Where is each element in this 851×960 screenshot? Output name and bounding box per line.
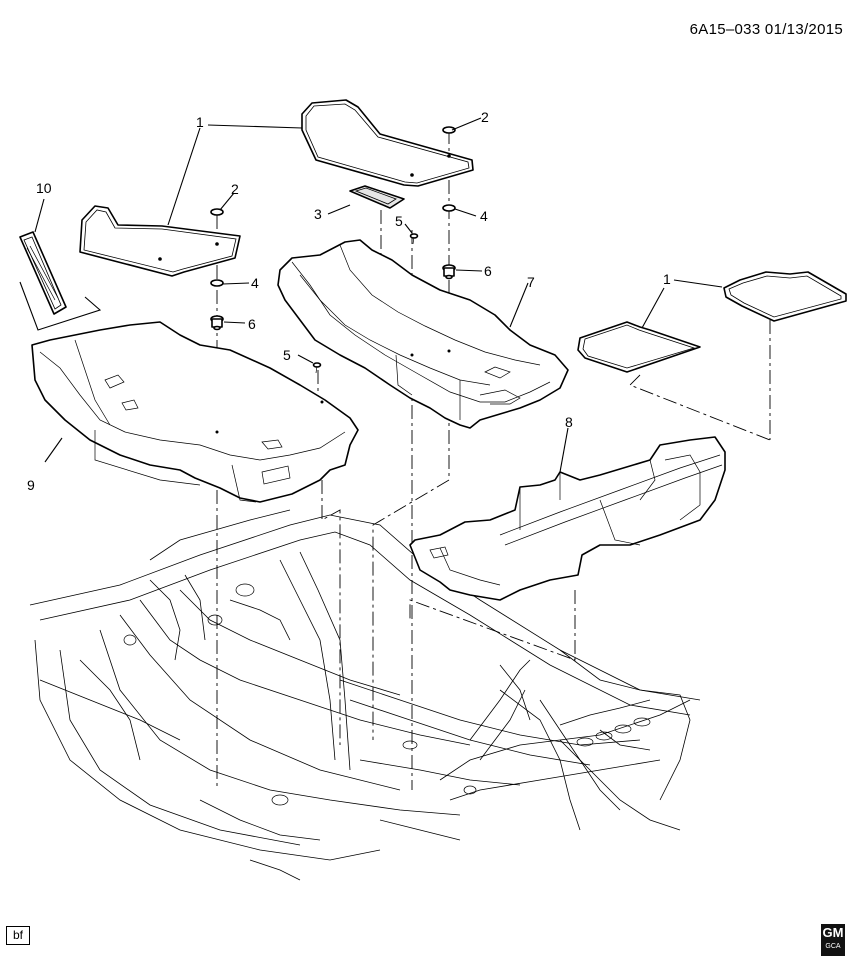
gm-logo-subtext: GCA <box>825 943 841 950</box>
callout-2-right: 2 <box>481 109 489 125</box>
part-1-rear-mat-small <box>577 321 701 373</box>
part-6-clip-right <box>442 264 456 280</box>
callout-1-upper: 1 <box>196 114 204 130</box>
part-3-heel-pad <box>349 185 405 209</box>
fasteners <box>210 126 456 374</box>
vehicle-body-structure <box>29 509 701 881</box>
part-5-screw-lower <box>312 362 322 374</box>
callout-4-left: 4 <box>251 275 259 291</box>
callout-9: 9 <box>27 477 35 493</box>
part-8-floor-carpet-rear <box>409 436 726 601</box>
bf-tag: bf <box>6 926 30 945</box>
callout-6-left: 6 <box>248 316 256 332</box>
part-9-floor-carpet-left <box>31 321 359 503</box>
part-4-grommet-left <box>210 279 224 287</box>
callout-8: 8 <box>565 414 573 430</box>
diagram-code: 6A15–033 01/13/2015 <box>689 21 843 38</box>
part-1-rear-mat-large <box>723 271 847 322</box>
part-2-retainer-left <box>210 208 224 216</box>
part-1-floor-mat-upper <box>301 99 474 187</box>
part-1-floor-mat-left <box>79 205 241 277</box>
callout-6-right: 6 <box>484 263 492 279</box>
callout-3: 3 <box>314 206 322 222</box>
part-6-clip-left <box>210 315 224 331</box>
gm-logo-text: GM <box>822 925 844 940</box>
part-2-retainer-right <box>442 126 456 134</box>
gm-logo: GM GCA <box>821 924 845 956</box>
callout-5-upper: 5 <box>395 213 403 229</box>
part-10-pedal-plate <box>19 231 102 331</box>
part-5-screw-upper <box>409 233 419 245</box>
callout-7: 7 <box>527 274 535 290</box>
callout-leaders <box>34 117 723 473</box>
part-7-floor-carpet-center <box>277 239 569 429</box>
callout-5-lower: 5 <box>283 347 291 363</box>
callout-labels: 1 1 2 2 3 4 4 5 5 6 6 7 8 9 10 <box>27 109 671 493</box>
callout-1-rear: 1 <box>663 271 671 287</box>
callout-10: 10 <box>36 180 52 196</box>
callout-4-right: 4 <box>480 208 488 224</box>
callout-2-left: 2 <box>231 181 239 197</box>
part-4-grommet-right <box>442 204 456 212</box>
